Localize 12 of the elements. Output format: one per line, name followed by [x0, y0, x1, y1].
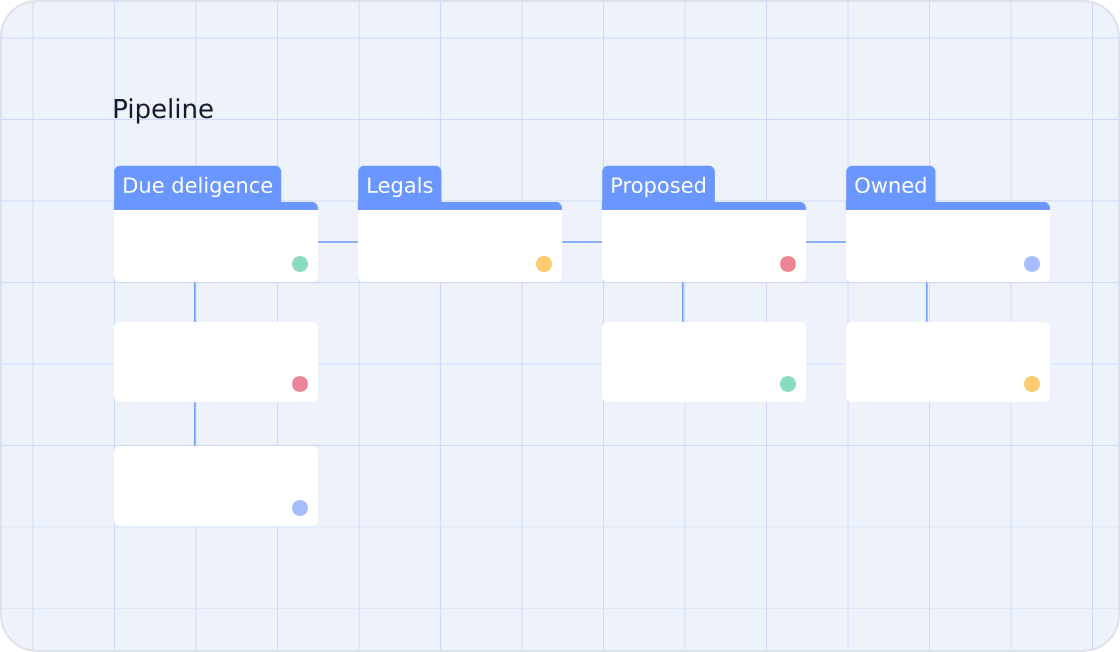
folder-card: Proposed — [601, 165, 806, 282]
connector-line — [926, 281, 928, 323]
folder-card: Owned — [845, 165, 1050, 282]
folder-card: Legals — [357, 165, 562, 282]
connector-line — [194, 401, 196, 447]
connector-line — [805, 241, 847, 243]
connector-line — [682, 281, 684, 323]
title: Pipeline — [114, 98, 213, 124]
connector-line — [317, 241, 359, 243]
connector-line — [561, 241, 603, 243]
folder-card: Due deligence — [113, 165, 318, 282]
connector-line — [194, 281, 196, 323]
